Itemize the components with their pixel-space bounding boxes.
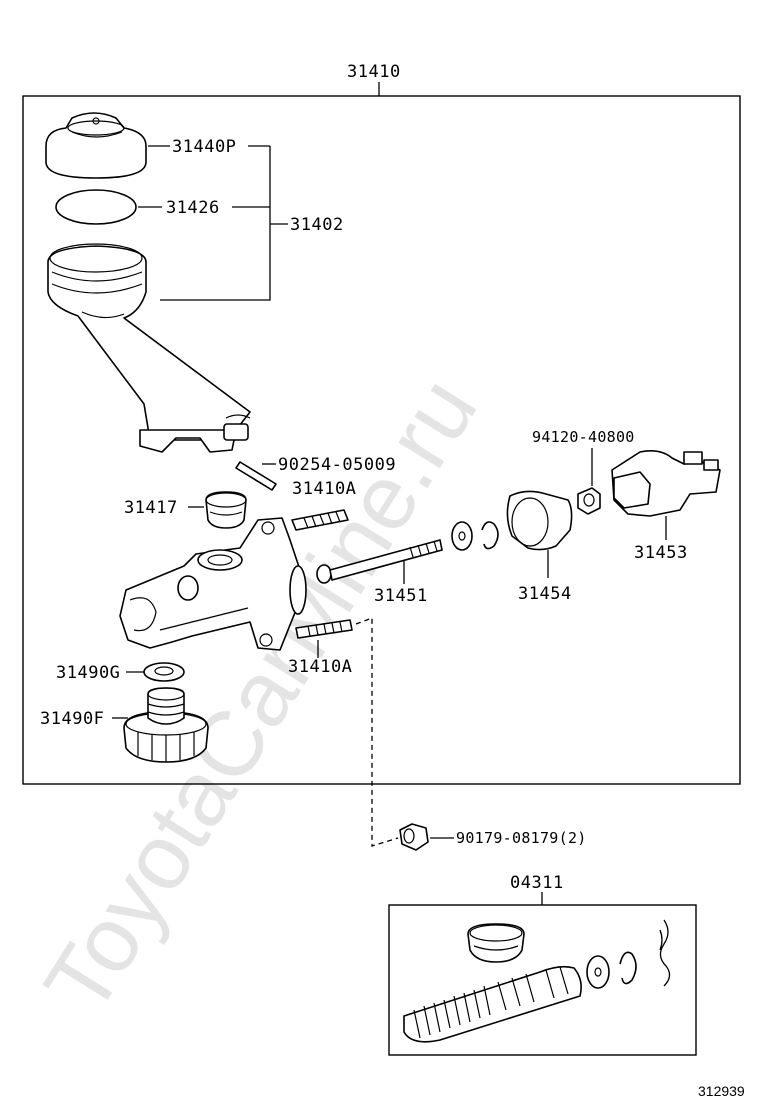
watermark: ToyotaCarMine.ru bbox=[25, 361, 496, 1031]
plug-part bbox=[123, 687, 209, 763]
label-clevis[interactable]: 31453 bbox=[634, 543, 688, 563]
kit-snap-ring-part bbox=[619, 951, 637, 985]
label-stud-lower[interactable]: 31410A bbox=[288, 657, 352, 677]
label-main-assembly[interactable]: 31410 bbox=[347, 62, 401, 82]
nut-small-part bbox=[577, 487, 601, 515]
label-boot[interactable]: 31454 bbox=[518, 584, 572, 604]
label-flange-nut[interactable]: 90179-08179(2) bbox=[456, 829, 587, 847]
diagram-id: 312939 bbox=[698, 1083, 745, 1099]
label-pin[interactable]: 90254-05009 bbox=[278, 455, 396, 475]
boot-part bbox=[506, 490, 573, 551]
label-reservoir[interactable]: 31402 bbox=[290, 215, 344, 235]
label-stud-upper[interactable]: 31410A bbox=[292, 479, 356, 499]
stud-upper-part bbox=[291, 509, 349, 531]
reservoir-tank-part bbox=[47, 243, 251, 453]
reservoir-cap-part bbox=[45, 112, 147, 179]
label-grommet[interactable]: 31417 bbox=[124, 498, 178, 518]
kit-washer-part bbox=[586, 955, 610, 989]
main-assembly-frame bbox=[22, 95, 741, 785]
flange-nut-part bbox=[399, 823, 429, 851]
gasket-part bbox=[55, 189, 137, 225]
label-push-rod[interactable]: 31451 bbox=[374, 586, 428, 606]
label-kit-assembly[interactable]: 04311 bbox=[510, 873, 564, 893]
kit-piston-part bbox=[403, 965, 582, 1043]
label-nut-small[interactable]: 94120-40800 bbox=[532, 428, 635, 446]
pin-part bbox=[235, 461, 277, 491]
stud-lower-part bbox=[295, 619, 353, 639]
kit-grommet-part bbox=[467, 923, 525, 963]
washer-ring-part bbox=[451, 521, 473, 551]
label-cap[interactable]: 31440P bbox=[172, 137, 236, 157]
label-gasket[interactable]: 31426 bbox=[166, 198, 220, 218]
clevis-part bbox=[611, 450, 721, 517]
master-cylinder-body-part bbox=[119, 517, 307, 651]
grommet-part bbox=[205, 491, 247, 529]
snap-ring-part bbox=[481, 521, 499, 550]
push-rod-part bbox=[316, 539, 443, 584]
washer-part bbox=[143, 662, 185, 682]
label-washer[interactable]: 31490G bbox=[56, 663, 120, 683]
kit-clip-part bbox=[659, 919, 671, 987]
label-plug[interactable]: 31490F bbox=[40, 709, 104, 729]
